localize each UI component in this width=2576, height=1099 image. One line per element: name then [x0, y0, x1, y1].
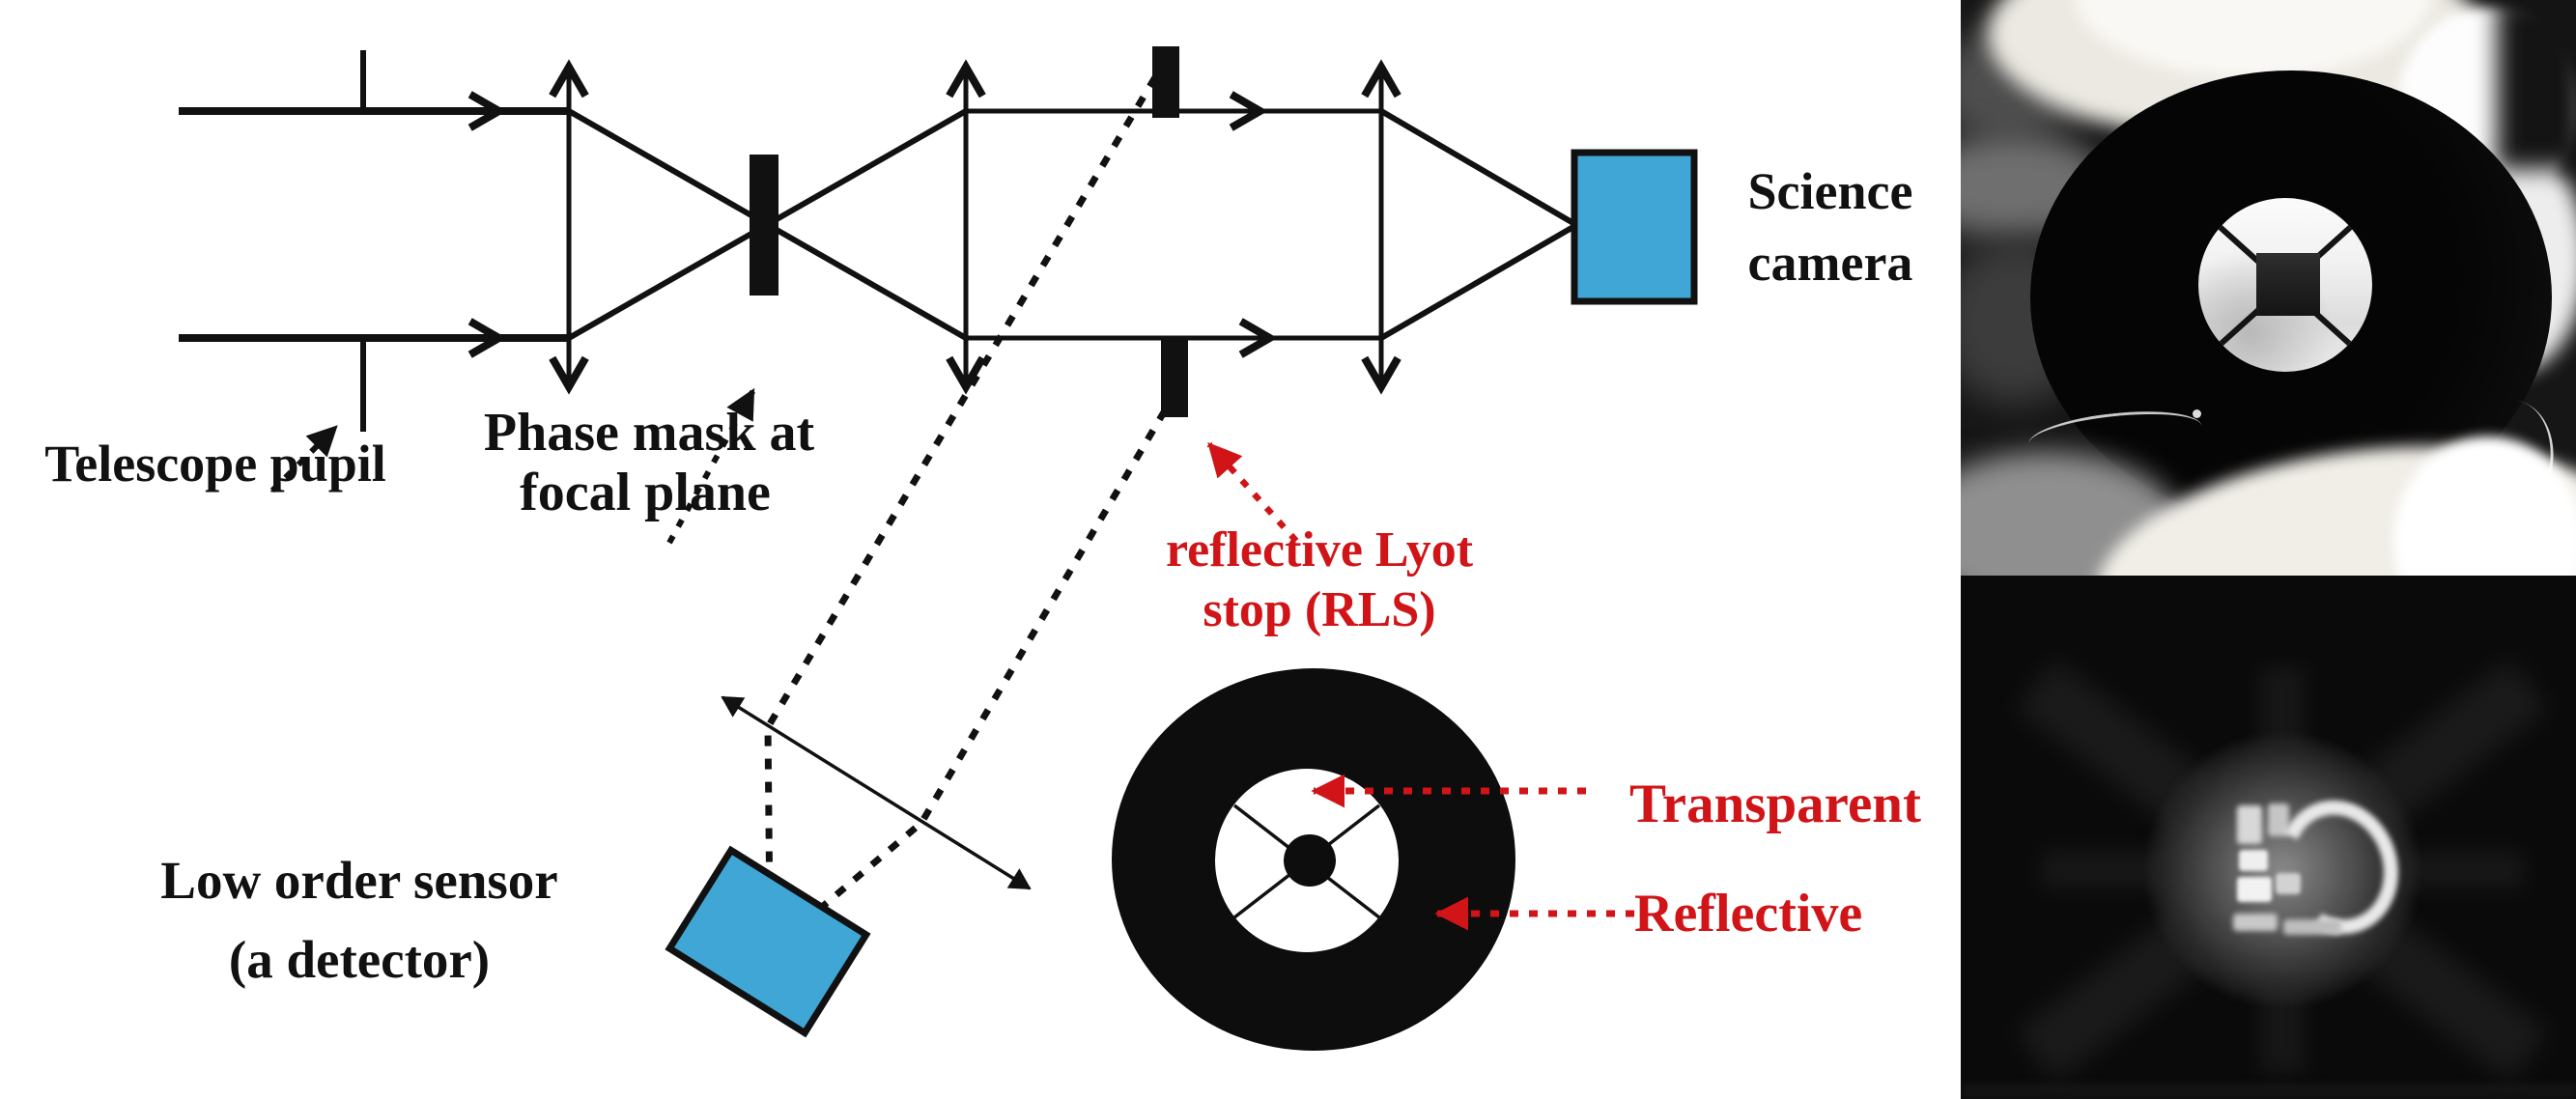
telescope-pupil-pointer-arrow-icon [269, 424, 339, 493]
phase-mask-label-line2: focal plane [520, 463, 771, 522]
low-order-sensor-label-line1: Low order sensor [160, 851, 557, 910]
bottom-faint-band [1961, 1084, 2576, 1099]
rls-bottom-bar [1161, 336, 1188, 417]
reflected-beam-from-bottom-bar [793, 409, 1169, 932]
reflected-beam-from-top-bar [764, 75, 1159, 918]
rls-label-line2: stop (RLS) [1203, 582, 1435, 637]
ray-to-camera-top [1379, 108, 1580, 229]
bright-speckle [2268, 803, 2289, 836]
bright-speckle [2237, 805, 2262, 844]
bright-speckle [2239, 850, 2268, 871]
rls-pointer-arrow-icon [1206, 441, 1299, 544]
phase-mask-bar [750, 155, 778, 296]
central-glow [2147, 735, 2418, 1005]
aperture-central-square-mask [2256, 253, 2320, 316]
bright-speckle [2237, 877, 2272, 902]
lowfs-detector-image [1961, 576, 2576, 1099]
bright-speckle [2276, 873, 2301, 894]
rls-label-line1: reflective Lyot [1166, 522, 1474, 578]
transparent-label: Transparent [1629, 774, 1921, 834]
low-order-sensor-box [665, 845, 871, 1038]
science-camera-label-line1: Science [1748, 162, 1913, 220]
lyot-central-obscuration [1284, 834, 1336, 887]
science-camera-box [1571, 149, 1698, 305]
optical-schematic: Telescope pupil Phase mask at focal plan… [44, 46, 1921, 1051]
science-camera-label-line2: camera [1748, 234, 1913, 292]
wire-highlight-dot [2193, 409, 2201, 418]
rls-component-photo [1961, 0, 2576, 576]
lowfs-relay-lens-double-arrow-icon [721, 695, 1032, 890]
bright-speckle [2283, 919, 2341, 935]
lyot-stop-face-view [1112, 668, 1515, 1051]
bright-speckle [2233, 914, 2278, 931]
rls-top-bar [1152, 46, 1179, 118]
reflective-label: Reflective [1634, 884, 1862, 944]
dark-corner-shadow [2497, 0, 2576, 169]
low-order-sensor-label-line2: (a detector) [229, 930, 490, 989]
phase-mask-label-line1: Phase mask at [484, 403, 815, 463]
ray-to-camera-bottom [1379, 221, 1580, 341]
rls-illuminated-aperture [2198, 198, 2372, 372]
telescope-pupil-label: Telescope pupil [44, 435, 386, 493]
